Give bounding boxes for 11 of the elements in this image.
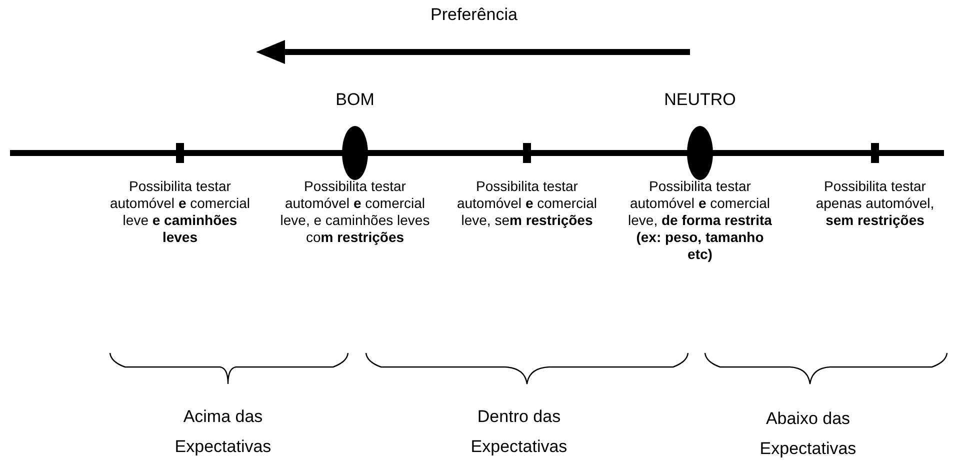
range-label: Abaixo das Expectativas (758, 408, 858, 460)
description-text: Possibilita testar automóvel e comercial leve, e caminhões leves com restrições (280, 178, 430, 246)
scale-point-label: BOM (336, 90, 374, 110)
range-label: Acima das Expectativas (174, 406, 272, 458)
description-text: Possibilita testar automóvel e comercial leve, sem restrições (456, 178, 598, 229)
description-text: Possibilita testar automóvel e comercial leve e caminhões leves (108, 178, 252, 246)
scale-point-label: NEUTRO (664, 90, 736, 110)
description-text: Possibilita testar automóvel e comercial leve, de forma restrita (ex: peso, tamanho etc) (627, 178, 773, 263)
description-text: Possibilita testar apenas automóvel, sem restrições (814, 178, 936, 229)
range-label: Dentro das Expectativas (470, 406, 568, 458)
axis-title: Preferência (430, 5, 518, 25)
